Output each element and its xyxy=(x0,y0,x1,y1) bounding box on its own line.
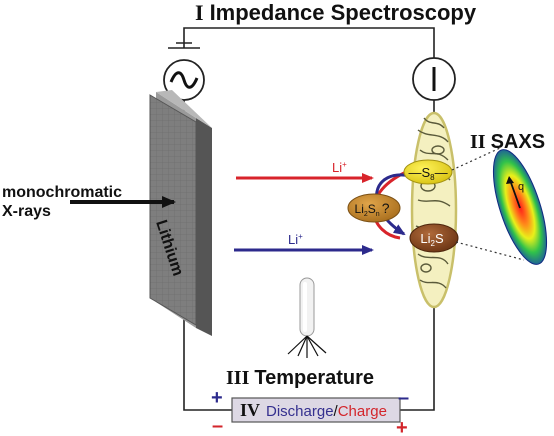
li-ion-label-bottom: Li+ xyxy=(288,232,303,247)
source-plate xyxy=(168,42,200,49)
scattering-vector-label: q xyxy=(518,181,524,193)
svg-text:Li2Sn?: Li2Sn? xyxy=(355,200,390,218)
terminal-right-plus: + xyxy=(396,417,408,436)
svg-text:Li2S: Li2S xyxy=(420,231,444,248)
terminal-right-minus: – xyxy=(398,387,409,409)
xray-label-line1: monochromatic xyxy=(2,184,122,201)
saxs-pattern: q xyxy=(492,149,548,265)
thermocouple-icon xyxy=(287,277,327,358)
lithium-electrode: Lithium xyxy=(149,90,212,336)
ammeter-icon xyxy=(412,57,456,101)
polysulfide-species: Li2Sn? xyxy=(347,193,401,223)
svg-text:—S8—: —S8— xyxy=(408,165,447,182)
discharge-curve-arrow xyxy=(375,173,411,236)
circuit-wires xyxy=(183,27,435,411)
sulfur-cathode xyxy=(410,111,458,309)
xray-label-line2: X-rays xyxy=(2,203,51,220)
sulfide-species: Li2S xyxy=(409,223,459,253)
terminal-left-plus: + xyxy=(211,387,223,409)
li-ion-label-top: Li+ xyxy=(332,160,347,175)
saxs-zoom-lines xyxy=(451,147,525,261)
sulfur-species: —S8— xyxy=(403,159,453,185)
ac-source-icon xyxy=(163,59,205,101)
terminal-left-minus: – xyxy=(212,415,223,436)
